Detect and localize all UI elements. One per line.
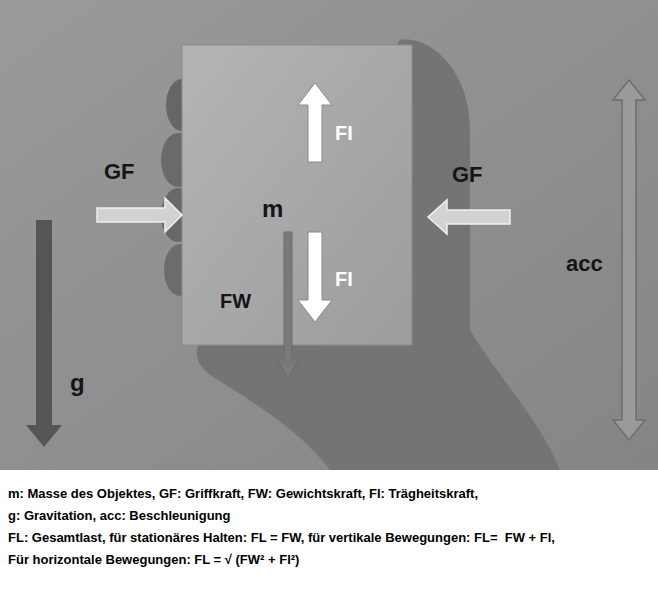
inertia-arrow bbox=[298, 83, 332, 162]
grip-force-arrow bbox=[428, 200, 510, 234]
caption-line: FL: Gesamtlast, für stationäres Halten: … bbox=[8, 531, 555, 545]
acceleration-label: acc bbox=[566, 252, 603, 276]
held-object bbox=[182, 45, 412, 345]
force-label: FI bbox=[335, 268, 353, 290]
gravity-label: g bbox=[70, 370, 85, 396]
caption-line: g: Gravitation, acc: Beschleunigung bbox=[8, 509, 230, 523]
weight-arrow bbox=[278, 232, 298, 380]
force-label: GF bbox=[104, 160, 135, 184]
acceleration-arrow bbox=[613, 80, 645, 440]
force-label: FI bbox=[335, 122, 353, 144]
force-label: FW bbox=[220, 290, 251, 312]
photo-background bbox=[0, 0, 658, 470]
inertia-arrow bbox=[298, 232, 332, 322]
mass-label: m bbox=[262, 196, 283, 222]
grip-force-arrow bbox=[97, 198, 182, 232]
caption-line: Für horizontale Bewegungen: FL = √ (FW² … bbox=[8, 553, 299, 567]
gravity-arrow bbox=[26, 220, 62, 447]
force-label: GF bbox=[452, 163, 483, 187]
caption-line: m: Masse des Objektes, GF: Griffkraft, F… bbox=[8, 487, 478, 501]
hand bbox=[161, 40, 560, 470]
